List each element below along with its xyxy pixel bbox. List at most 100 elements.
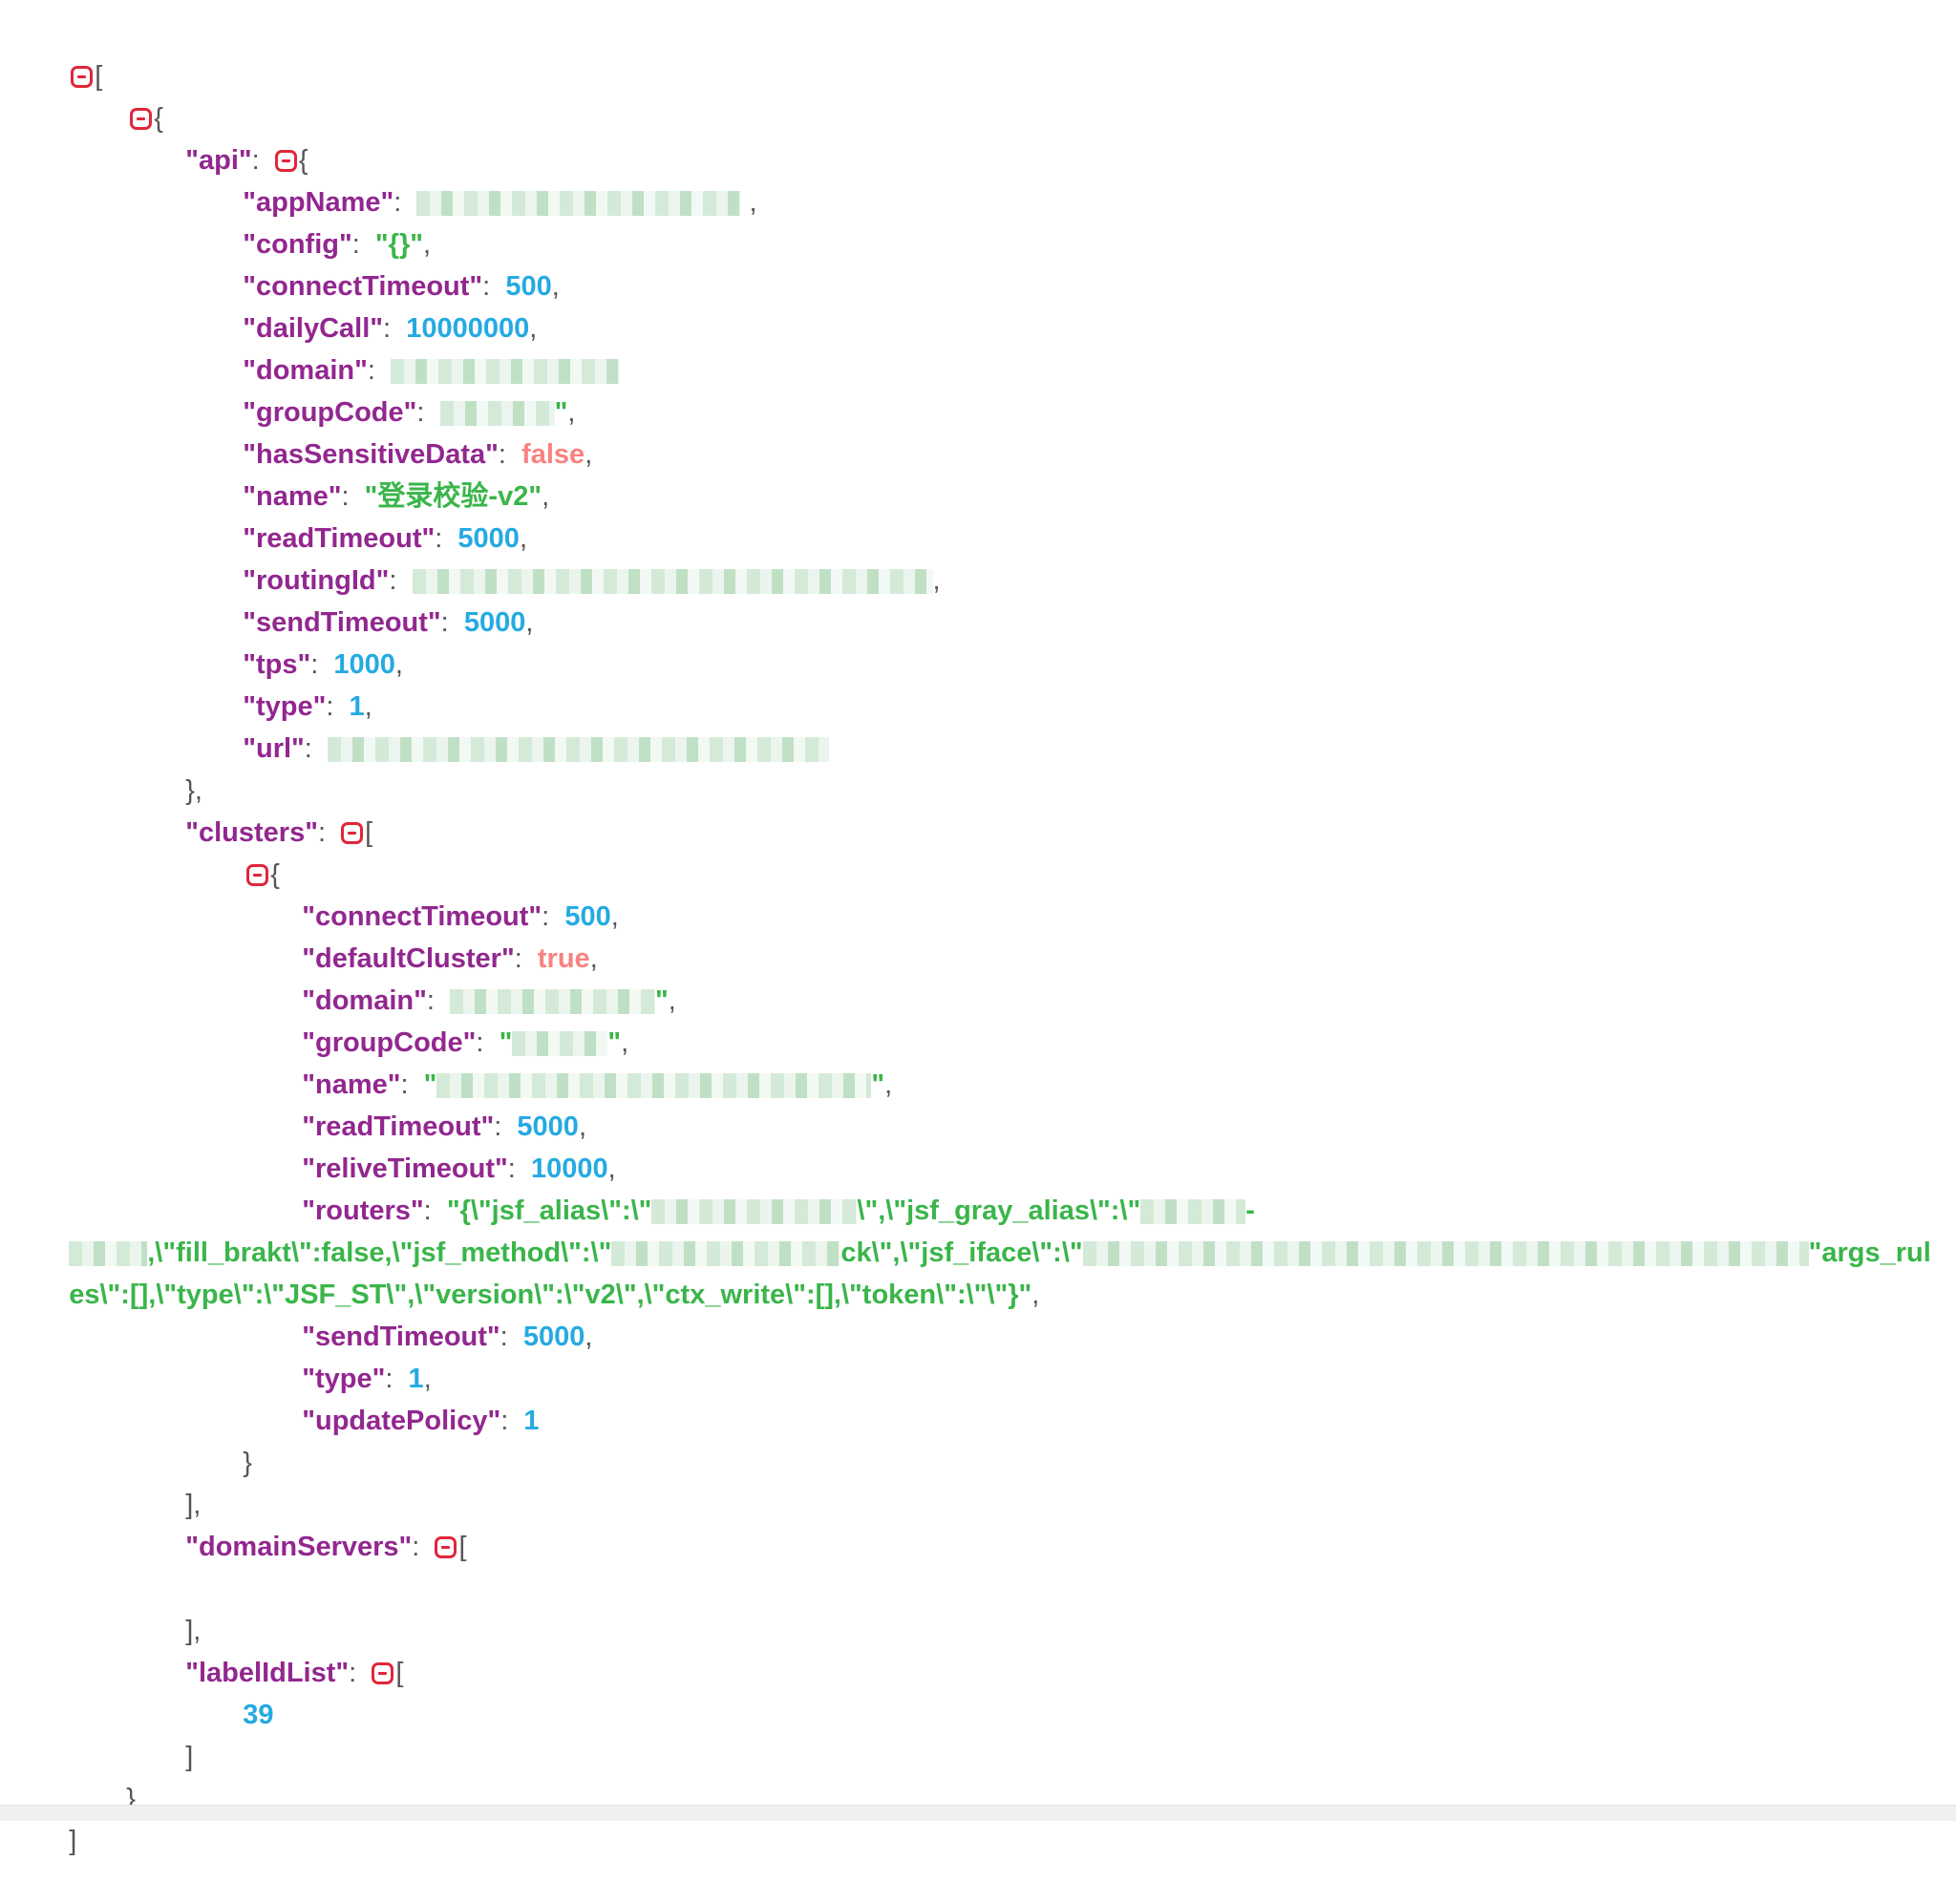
redacted-value	[651, 1199, 858, 1224]
json-key: "type"	[302, 1364, 386, 1394]
json-key: "routers"	[302, 1195, 424, 1226]
json-line: "connectTimeout": 500,	[243, 271, 560, 302]
json-line: "domain":	[212, 307, 621, 386]
json-number: 39	[243, 1700, 274, 1730]
json-line: }	[96, 1736, 136, 1814]
bottom-scroll-area	[0, 1805, 1956, 1821]
json-string: \",\"jsf_gray_alias\":\"	[857, 1195, 1141, 1226]
json-key: "sendTimeout"	[243, 607, 441, 638]
json-line: "connectTimeout": 500,	[302, 901, 619, 932]
json-key: "name"	[302, 1069, 401, 1100]
json-number: 500	[564, 901, 611, 932]
json-key: "url"	[243, 733, 305, 764]
json-key: "dailyCall"	[243, 313, 384, 344]
json-key: "config"	[243, 229, 352, 260]
json-key: "name"	[243, 481, 342, 512]
json-number: 1	[523, 1406, 540, 1436]
collapse-toggle-icon[interactable]	[341, 822, 364, 844]
json-line: "readTimeout": 5000,	[243, 523, 527, 554]
json-boolean: false	[521, 439, 585, 470]
collapse-toggle-icon[interactable]	[130, 108, 153, 130]
collapse-toggle-icon[interactable]	[274, 150, 297, 172]
json-string: "args_rul	[1808, 1238, 1931, 1268]
redacted-value	[327, 737, 829, 762]
json-number: 5000	[517, 1111, 579, 1142]
json-number: 1	[408, 1364, 424, 1394]
json-line: "groupCode": "",	[302, 1027, 629, 1058]
json-key: "domainServers"	[185, 1532, 413, 1562]
json-line: "routers": "{\"jsf_alias\":\"\",\"jsf_gr…	[302, 1195, 1255, 1226]
json-line: ],	[155, 1442, 201, 1520]
json-line: "api": {	[185, 145, 308, 176]
json-line: "reliveTimeout": 10000,	[302, 1153, 616, 1184]
json-number: 1	[349, 691, 365, 722]
json-line: "type": 1,	[302, 1364, 432, 1394]
bracket-close: ]	[185, 1742, 194, 1772]
json-line: "name": "登录校验-v2",	[243, 481, 550, 512]
json-string: "{}"	[374, 229, 423, 260]
redacted-value	[1082, 1241, 1809, 1266]
json-key: "readTimeout"	[302, 1111, 495, 1142]
json-key: "domain"	[302, 985, 427, 1016]
collapse-toggle-icon[interactable]	[372, 1662, 394, 1684]
json-key: "clusters"	[185, 817, 318, 848]
collapse-toggle-icon[interactable]	[435, 1536, 457, 1558]
json-key: "readTimeout"	[243, 523, 436, 554]
redacted-value	[416, 191, 742, 216]
json-line: "dailyCall": 10000000,	[243, 313, 538, 344]
json-line: [	[40, 13, 102, 92]
json-number: 5000	[522, 1322, 585, 1352]
redacted-value	[512, 1031, 608, 1056]
json-line: es\":[],\"type\":\"JSF_ST\",\"version\":…	[69, 1280, 1040, 1310]
json-line: "sendTimeout": 5000,	[302, 1322, 593, 1352]
json-key: "reliveTimeout"	[302, 1153, 508, 1184]
json-string: "{\"jsf_alias\":\"	[446, 1195, 652, 1226]
json-line: },	[155, 728, 202, 806]
json-key: "sendTimeout"	[302, 1322, 500, 1352]
json-line: ,\"fill_brakt\":false,\"jsf_method\":\"c…	[38, 1190, 1931, 1268]
redacted-value	[450, 989, 656, 1014]
json-string: "登录校验-v2"	[364, 481, 542, 512]
json-line: }	[212, 1400, 252, 1478]
json-line: {	[99, 55, 163, 134]
brace-open: {	[154, 103, 163, 134]
json-line: "defaultCluster": true,	[302, 943, 598, 974]
json-line: "clusters": [	[185, 817, 373, 848]
json-key: "defaultCluster"	[302, 943, 515, 974]
json-string: ,\"fill_brakt\":false,\"jsf_method\":\"	[147, 1238, 612, 1268]
json-number: 5000	[457, 523, 520, 554]
json-line: 39	[212, 1652, 273, 1730]
json-key: "groupCode"	[243, 397, 417, 428]
redacted-value	[439, 401, 555, 426]
bracket-close: ]	[69, 1826, 77, 1856]
json-line: "updatePolicy": 1	[302, 1406, 540, 1436]
bracket-close: ],	[185, 1616, 202, 1646]
collapse-toggle-icon[interactable]	[71, 66, 94, 88]
collapse-toggle-icon[interactable]	[246, 864, 269, 886]
brace-close: },	[185, 775, 202, 806]
json-number: 1000	[333, 649, 395, 680]
json-line: "url":	[212, 686, 829, 764]
json-line: "config": "{}",	[243, 229, 432, 260]
json-number: 10000000	[406, 313, 530, 344]
json-number: 500	[505, 271, 552, 302]
json-line: "name": "",	[302, 1069, 893, 1100]
json-string: -	[1245, 1195, 1255, 1226]
json-line: "tps": 1000,	[243, 649, 403, 680]
json-line: ]	[155, 1694, 193, 1772]
json-key: "connectTimeout"	[302, 901, 542, 932]
json-line: "labelIdList": [	[185, 1658, 404, 1688]
redacted-value	[69, 1241, 148, 1266]
json-line: "sendTimeout": 5000,	[243, 607, 534, 638]
redacted-value	[391, 359, 621, 384]
json-line: "type": 1,	[243, 691, 372, 722]
json-key: "hasSensitiveData"	[243, 439, 499, 470]
json-line: "groupCode": ",	[243, 397, 576, 428]
bracket-close: ],	[185, 1490, 202, 1520]
json-key: "domain"	[243, 355, 368, 386]
json-key: "appName"	[243, 187, 394, 218]
json-key: "connectTimeout"	[243, 271, 483, 302]
json-line: "domainServers": [	[185, 1532, 467, 1562]
redacted-value	[611, 1241, 841, 1266]
brace-close: }	[126, 1784, 136, 1814]
